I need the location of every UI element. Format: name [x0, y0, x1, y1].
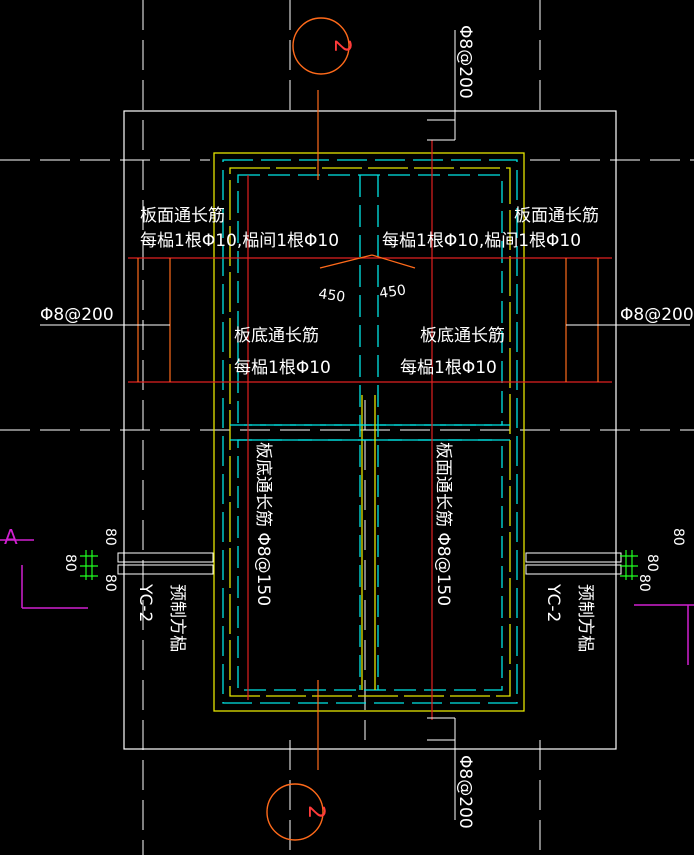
top-right-label-line2: 每榀1根Φ10,榀间1根Φ10	[382, 231, 581, 251]
top-right-label-line1: 板面通长筋	[514, 206, 599, 226]
section-marker-label: A	[4, 525, 18, 549]
rebar-top-right-vertical: Φ8@200	[455, 25, 475, 99]
rebar-bottom-right-vertical: Φ8@200	[455, 755, 475, 829]
right-dim-80c: 80	[636, 574, 652, 592]
dim-left: 450	[317, 286, 346, 306]
left-beam-name: YC-2	[135, 583, 155, 622]
top-left-label-line2: 每榀1根Φ10,榀间1根Φ10	[140, 231, 339, 251]
left-beam-desc: 预制方榀	[167, 584, 187, 652]
rebar-left-horizontal: Φ8@200	[40, 305, 114, 325]
left-dim-80a: 80	[102, 528, 118, 546]
mid-left-label-line2: 每榀1根Φ10	[234, 358, 331, 378]
axis-label-bottom: 2	[303, 805, 328, 819]
red-rebars	[128, 90, 612, 770]
dim-right: 450	[378, 282, 407, 302]
mid-right-label-line2: 每榀1根Φ10	[400, 358, 497, 378]
left-vertical-label: 板底通长筋 Φ8@150	[253, 442, 273, 606]
right-beam-desc: 预制方榀	[575, 584, 595, 652]
precast-beams	[117, 552, 622, 575]
left-dim-80b: 80	[62, 554, 78, 572]
green-ticks	[80, 550, 638, 580]
section-markers	[0, 539, 694, 665]
mid-left-label-line1: 板底通长筋	[234, 326, 319, 346]
rebar-right-horizontal: Φ8@200	[620, 305, 694, 325]
left-dim-80c: 80	[102, 574, 118, 592]
panel-outlines	[213, 152, 525, 712]
axis-label-top: 2	[329, 39, 354, 53]
right-beam-name: YC-2	[543, 583, 563, 622]
right-dim-80a: 80	[670, 528, 686, 546]
right-vertical-label: 板面通长筋 Φ8@150	[433, 442, 453, 606]
leader-lines	[40, 30, 690, 820]
top-left-label-line1: 板面通长筋	[140, 206, 225, 226]
slab-outline	[123, 110, 617, 750]
axis-bubble-top: 2	[292, 17, 354, 75]
mid-right-label-line1: 板底通长筋	[420, 326, 505, 346]
right-dim-80b: 80	[644, 554, 660, 572]
axis-bubble-bottom: 2	[266, 783, 328, 841]
